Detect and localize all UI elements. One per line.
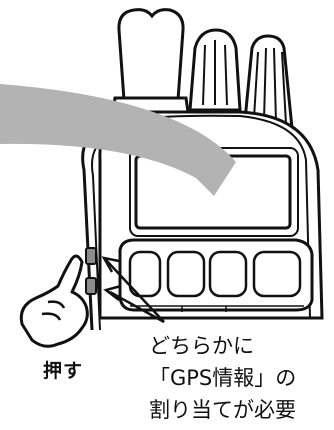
keypad (118, 238, 314, 312)
volume-knob (243, 34, 294, 130)
gps-assignment-note: どちらかに 「GPS情報」の 割り当てが必要 (149, 330, 296, 426)
antenna (111, 8, 190, 114)
pointing-hand-icon (19, 254, 89, 348)
pointer-arrows (101, 256, 165, 324)
note-line-3: 割り当てが必要 (149, 398, 296, 422)
side-button-lower[interactable] (85, 277, 97, 295)
gray-arrow (0, 84, 236, 196)
note-line-1: どちらかに (149, 334, 254, 358)
side-button-upper[interactable] (85, 247, 97, 265)
note-line-2: 「GPS情報」の (149, 366, 297, 390)
push-label: 押す (43, 360, 84, 382)
channel-knob (188, 28, 242, 112)
